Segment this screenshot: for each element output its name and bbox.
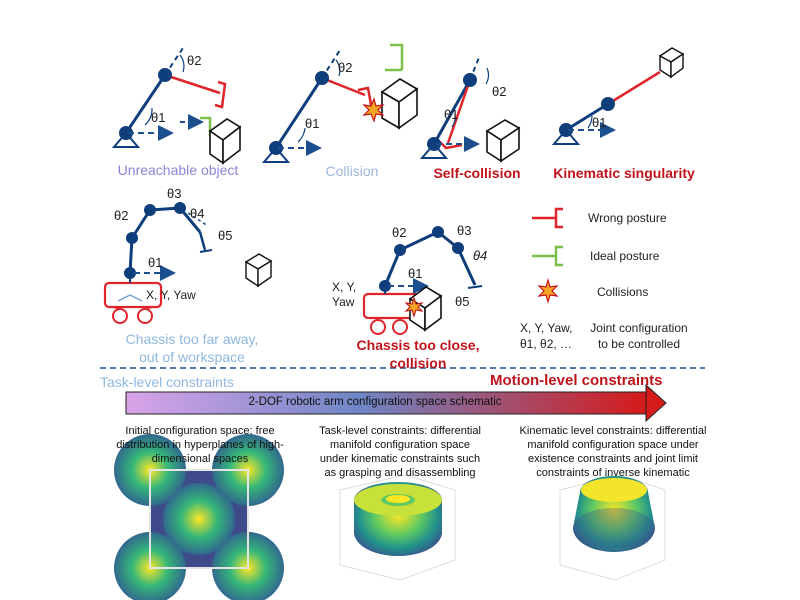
wrong-link [321, 76, 366, 97]
joint-2 [158, 68, 172, 82]
heatmap-plot [114, 434, 284, 600]
joint-label-1: θ1 [408, 266, 423, 281]
caption-collision: Collision [325, 163, 379, 179]
collision-burst-icon [404, 296, 424, 318]
singularity-scene [551, 47, 685, 145]
joint-label-1: θ1 [305, 116, 320, 131]
joint-label-1: θ1 [444, 107, 459, 122]
joint-label-2: θ2 [114, 208, 129, 223]
cube-icon [380, 78, 419, 130]
caption-singularity: Kinematic singularity [553, 165, 695, 181]
legend-ideal-posture: Ideal posture [590, 249, 660, 263]
base-icon [261, 146, 291, 163]
joint-label-5: θ5 [218, 228, 233, 243]
legend-icons [532, 207, 563, 305]
chassis-label: X, Y,Yaw [332, 280, 357, 309]
base-icon [111, 131, 141, 148]
cube-icon [658, 47, 685, 79]
motion-level-label: Motion-level constraints [490, 372, 663, 389]
collision-legend-icon [537, 277, 559, 305]
task-level-label: Task-level constraints [100, 374, 234, 390]
collision-scene [261, 43, 419, 163]
joint-label-2: θ2 [392, 225, 407, 240]
joint-label-4: θ4 [190, 206, 205, 221]
collision-burst-icon [362, 97, 385, 123]
legend-wrong-posture: Wrong posture [588, 211, 667, 225]
joint-label-1: θ1 [592, 115, 607, 130]
wrong-link [607, 70, 661, 106]
ideal-gripper-icon [200, 116, 212, 136]
joint-label-4: θ4 [473, 248, 488, 263]
self-collision-scene [419, 54, 521, 163]
joint-label-1: θ1 [148, 255, 163, 270]
joint-label-5: θ5 [455, 294, 470, 309]
chassis-close-scene [362, 226, 483, 335]
chassis-label: X, Y, Yaw [146, 288, 196, 302]
chassis-far-scene [103, 202, 273, 324]
unreachable-scene [111, 44, 242, 165]
torus-plot-2 [559, 474, 666, 581]
cube-icon [485, 119, 521, 163]
joint-label-2: θ2 [338, 60, 353, 75]
caption-chassis-far: Chassis too far away,out of workspace [125, 331, 259, 365]
angle-arc [144, 107, 153, 126]
caption-self-collision: Self-collision [433, 165, 521, 181]
wrong-link [446, 79, 472, 144]
constraints-arrow [125, 383, 667, 423]
joint-label-3: θ3 [167, 186, 182, 201]
wrong-link [164, 73, 221, 95]
legend-collisions: Collisions [597, 285, 649, 299]
joint-label-2: θ2 [187, 53, 202, 68]
ideal-gripper-icon [390, 43, 404, 70]
caption-unreachable: Unreachable object [117, 162, 239, 178]
dashed-axis [164, 44, 186, 76]
joint-label-1: θ1 [151, 110, 166, 125]
arm-link [124, 74, 167, 134]
joint-label-2: θ2 [492, 84, 507, 99]
legend-config-symbols: X, Y, Yaw,θ1, θ2, … [520, 321, 573, 351]
arrow-label: 2-DOF robotic arm configuration space sc… [248, 396, 502, 408]
torus-plot-1 [339, 474, 456, 581]
panel-3-description: Kinematic level constraints: differentia… [519, 425, 707, 479]
chassis-icon [103, 281, 163, 309]
cube-icon [244, 253, 273, 288]
caption-chassis-close: Chassis too close,collision [356, 337, 480, 371]
joint-label-3: θ3 [457, 223, 472, 238]
wrong-gripper-icon [214, 80, 227, 109]
cube-icon [208, 118, 242, 165]
joint-1 [119, 126, 133, 140]
